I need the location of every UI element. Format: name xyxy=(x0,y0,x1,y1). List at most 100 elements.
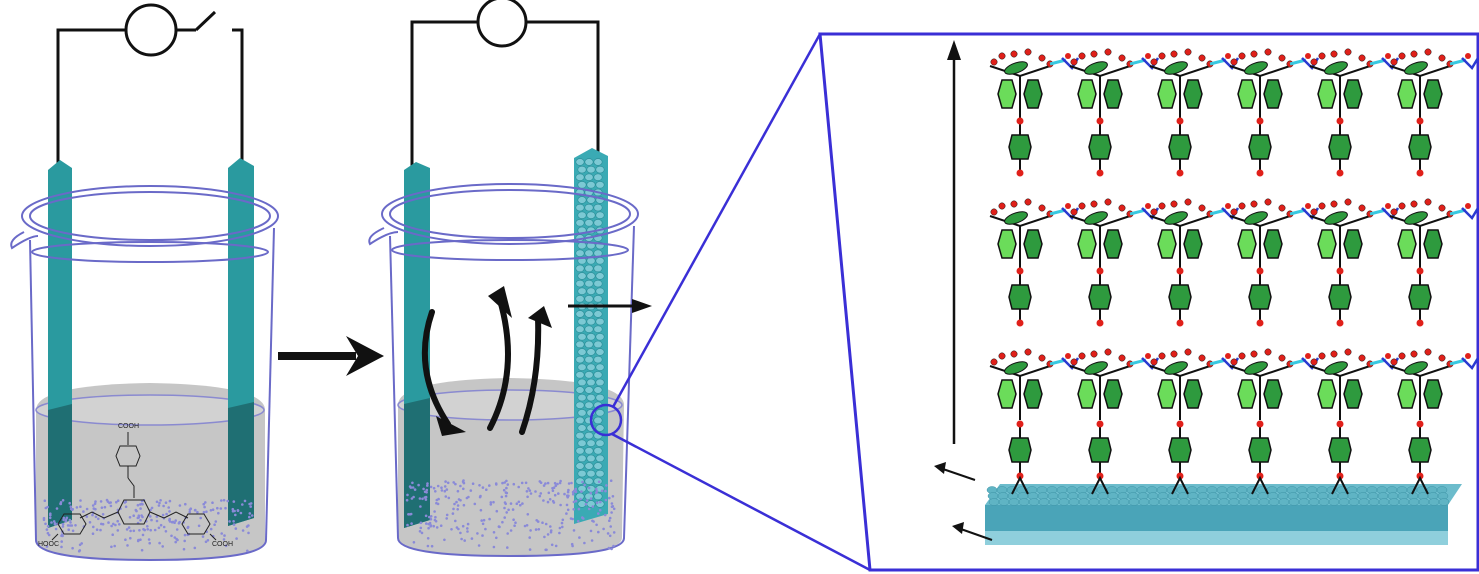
coating-particle xyxy=(575,325,585,333)
substrate-bump xyxy=(1378,498,1390,506)
coating-particle xyxy=(586,454,596,463)
particle xyxy=(476,532,479,535)
arrow-head-2 xyxy=(488,286,512,318)
node-ring xyxy=(1077,229,1097,259)
coating-particle xyxy=(584,371,594,379)
particle xyxy=(78,549,82,552)
particle xyxy=(246,549,249,553)
particle xyxy=(109,504,113,508)
particle xyxy=(434,519,438,523)
substrate-bump xyxy=(1108,498,1120,506)
particle xyxy=(461,524,465,528)
particle xyxy=(466,522,470,526)
oxygen-atom xyxy=(1065,353,1071,359)
particle xyxy=(49,513,52,517)
particle xyxy=(139,519,142,522)
particle xyxy=(71,529,75,533)
node-ring xyxy=(1103,79,1123,109)
particle xyxy=(599,500,602,504)
particle xyxy=(534,490,537,493)
particle xyxy=(609,525,612,528)
oxygen-atom xyxy=(1385,203,1391,209)
oxygen-atom xyxy=(1184,198,1192,206)
coating-particle xyxy=(593,371,603,379)
particle xyxy=(79,499,82,502)
particle xyxy=(444,480,447,483)
particle xyxy=(60,540,63,543)
oxygen-atom xyxy=(1090,350,1098,358)
oxygen-atom xyxy=(1336,117,1344,125)
substrate-bump xyxy=(1118,498,1130,506)
substrate-bump xyxy=(1018,498,1030,506)
particle xyxy=(589,491,593,495)
coating-particle xyxy=(577,454,587,463)
oxygen-atom xyxy=(1010,350,1018,358)
particle xyxy=(220,532,223,535)
coating-particle xyxy=(577,181,587,189)
particle xyxy=(417,483,420,487)
particle xyxy=(428,521,432,525)
particle xyxy=(193,509,197,512)
particle xyxy=(610,511,613,514)
node-ring xyxy=(1423,79,1443,109)
linker-ring xyxy=(1088,284,1112,310)
substrate-bump xyxy=(1438,498,1450,506)
node-ring xyxy=(1343,379,1363,409)
arrow-head-1 xyxy=(436,416,466,436)
particle xyxy=(139,503,142,506)
node-ring-tilted xyxy=(1004,61,1028,75)
oxygen-atom xyxy=(1465,53,1471,59)
particle xyxy=(419,526,423,530)
particle xyxy=(445,488,449,491)
particle xyxy=(427,526,430,530)
oxygen-atom xyxy=(990,58,998,66)
substrate-bump xyxy=(1048,498,1060,506)
oxygen-atom xyxy=(1096,117,1104,125)
oxygen-atom xyxy=(1398,352,1406,360)
particle xyxy=(507,508,510,512)
solution-2 xyxy=(398,378,624,556)
particle xyxy=(572,529,576,532)
oxygen-atom xyxy=(1078,352,1086,360)
oxygen-atom xyxy=(1238,202,1246,210)
particle xyxy=(580,490,583,493)
particle xyxy=(410,497,414,500)
substrate-bump xyxy=(1328,498,1340,506)
particle xyxy=(408,513,412,516)
particle xyxy=(610,502,614,505)
particle xyxy=(247,531,250,535)
particle xyxy=(158,541,161,545)
particle xyxy=(571,517,574,521)
node-ring xyxy=(1183,229,1203,259)
particle xyxy=(478,484,481,487)
particle xyxy=(139,538,142,541)
particle xyxy=(452,507,455,511)
oxygen-atom xyxy=(1016,420,1024,428)
particle xyxy=(91,504,95,507)
oxygen-atom xyxy=(1024,48,1032,56)
oxygen-atom xyxy=(1250,350,1258,358)
oxygen-atom xyxy=(1416,117,1424,125)
coating-particle xyxy=(586,272,596,280)
particle xyxy=(149,528,152,532)
particle xyxy=(150,518,153,522)
oxygen-atom xyxy=(1344,348,1352,356)
particle xyxy=(556,482,559,486)
oxygen-atom xyxy=(1150,358,1158,366)
arrow-head-3 xyxy=(528,306,552,328)
oxygen-atom xyxy=(1438,354,1446,362)
particle xyxy=(224,544,228,548)
particle xyxy=(435,501,438,505)
particle xyxy=(111,533,114,536)
outward-arrow-icon xyxy=(568,299,652,313)
particle xyxy=(425,488,429,492)
coating-particle xyxy=(593,264,603,273)
zoom-lines xyxy=(611,33,871,572)
oxygen-atom xyxy=(1416,267,1424,275)
particle xyxy=(608,496,611,500)
particle xyxy=(69,521,72,524)
coating-particle xyxy=(595,469,605,478)
coating-particle xyxy=(595,378,605,387)
particle xyxy=(529,529,532,532)
particle xyxy=(44,522,47,526)
